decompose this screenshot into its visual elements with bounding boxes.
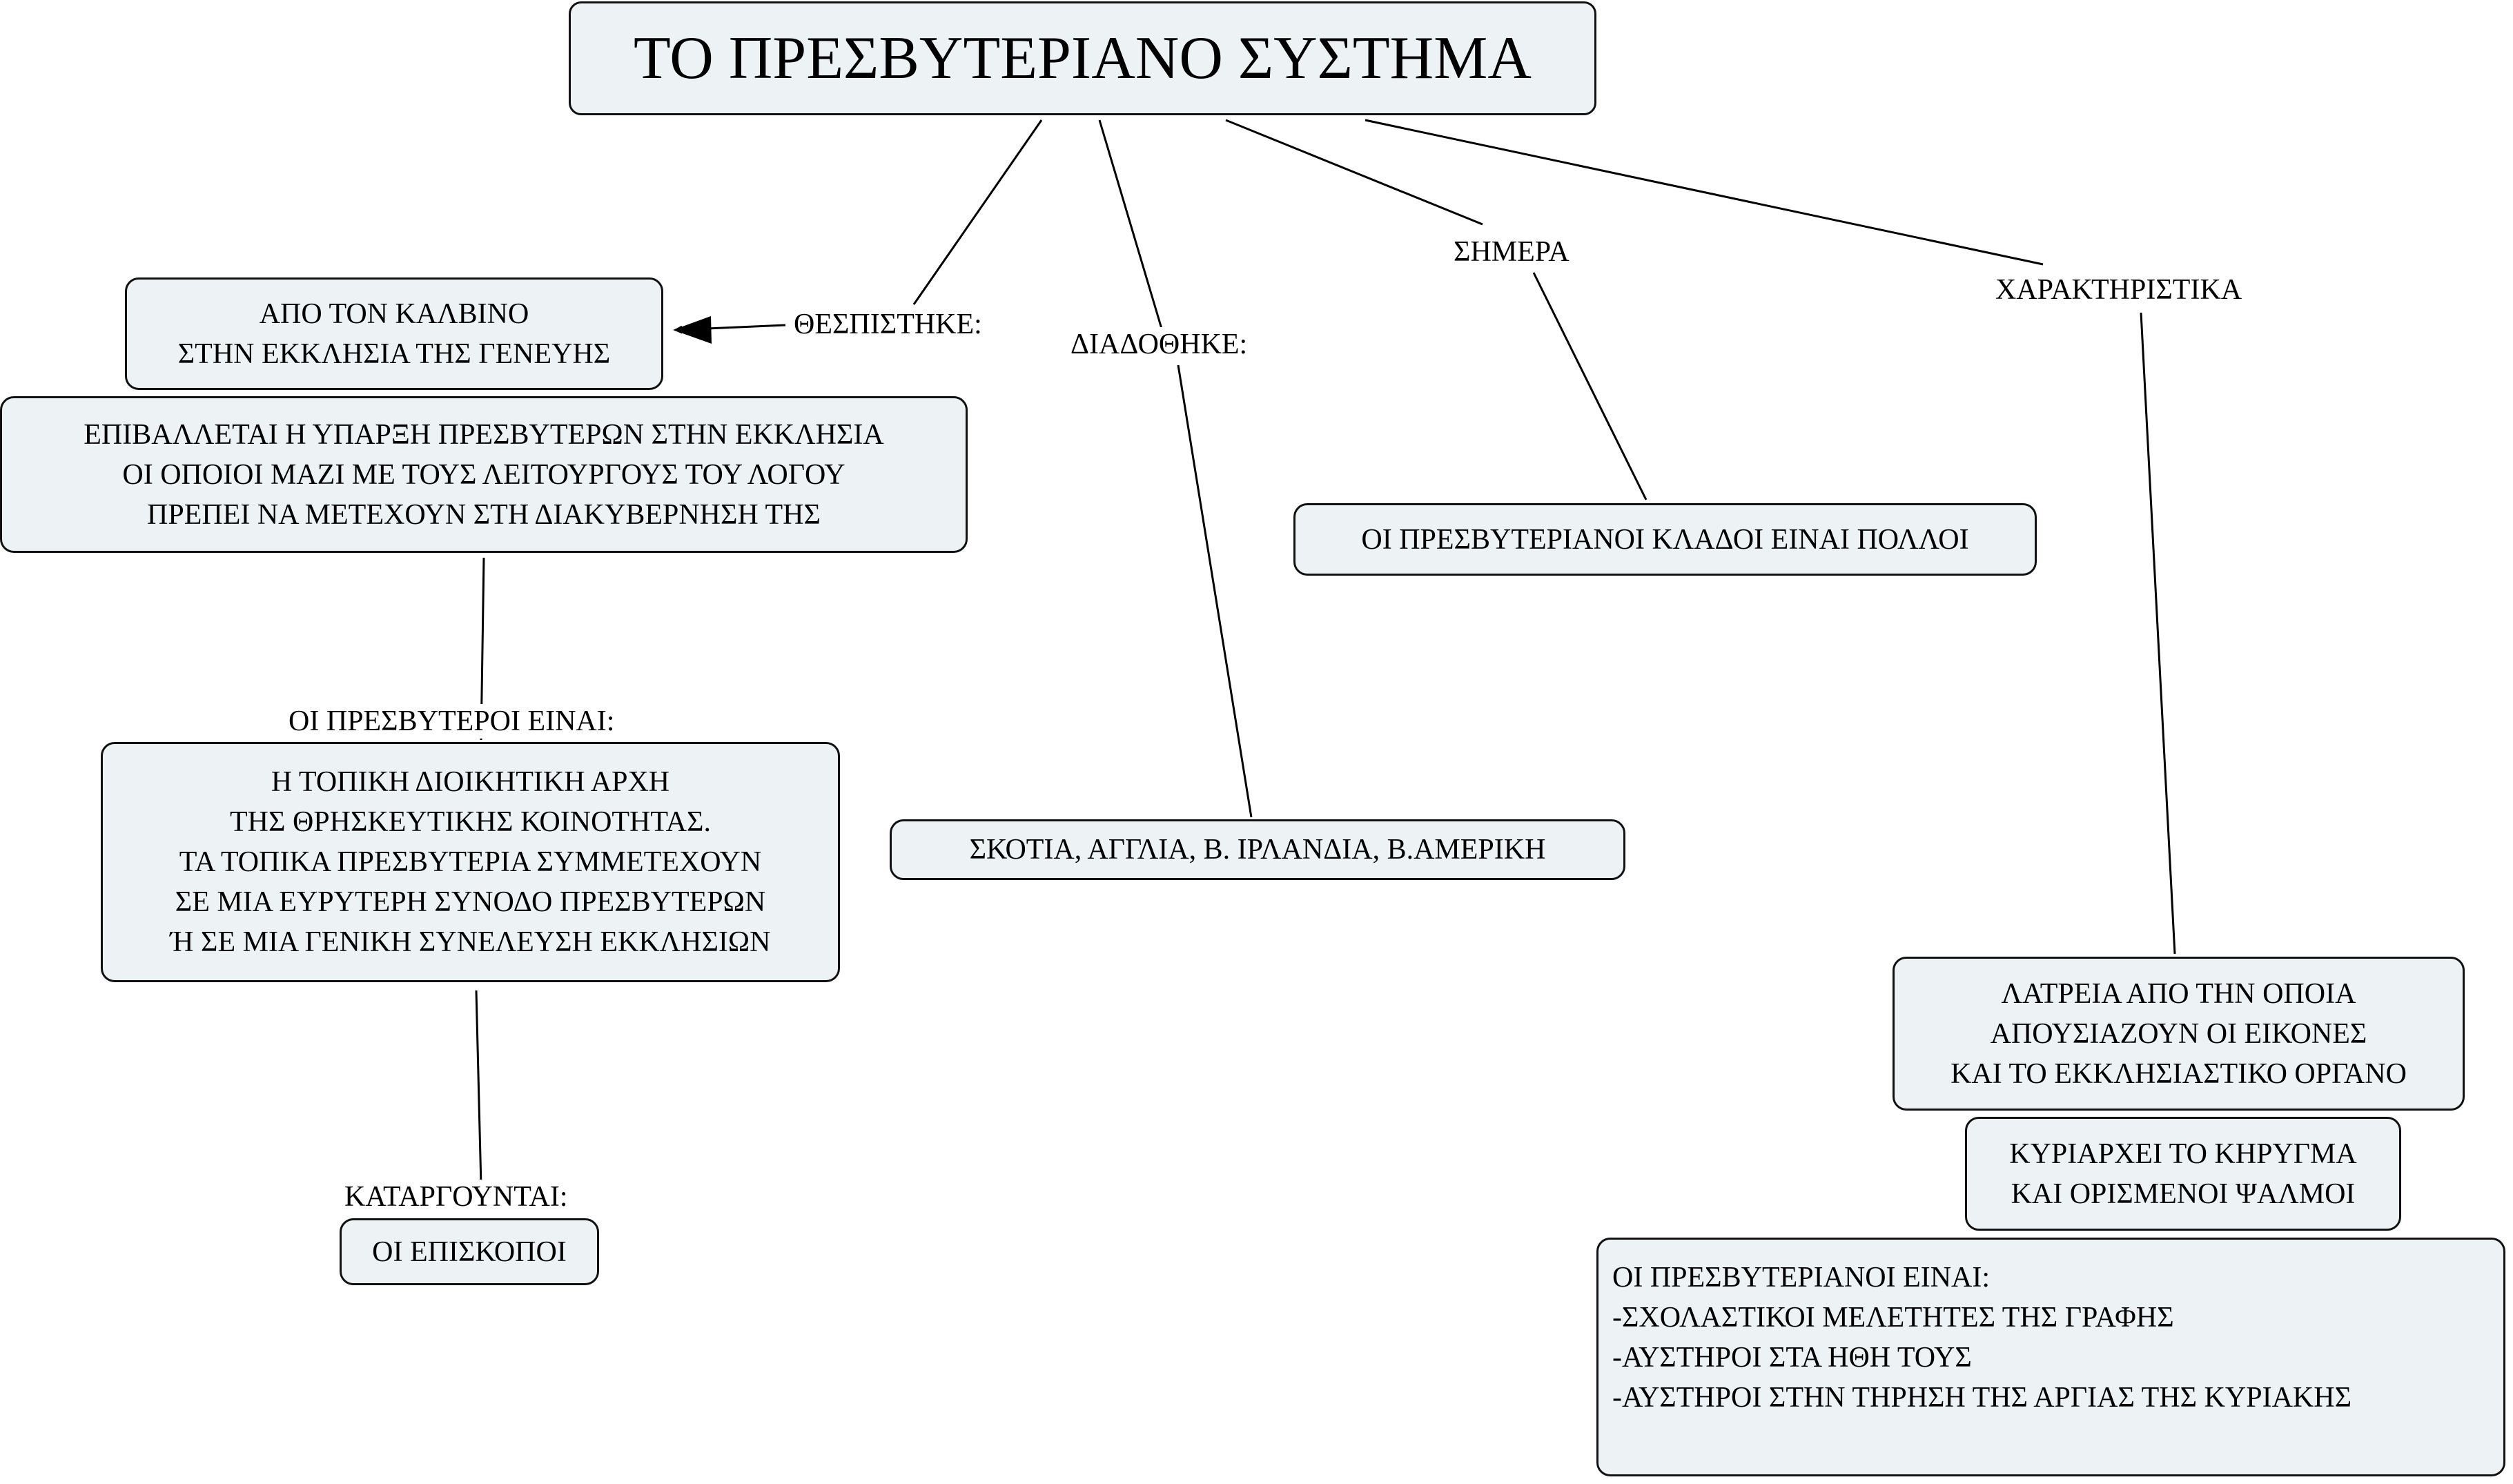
line-title-spread bbox=[1098, 119, 1163, 329]
node-presbyterians-are[interactable]: ΟΙ ΠΡΕΣΒΥΤΕΡΙΑΝΟΙ ΕΙΝΑΙ: -ΣΧΟΛΑΣΤΙΚΟΙ ΜΕ… bbox=[1596, 1238, 2505, 1476]
link-label-today: ΣΗΜΕΡΑ bbox=[1454, 235, 1570, 269]
arrow-head bbox=[673, 316, 712, 344]
link-label-elders-are: ΟΙ ΠΡΕΣΒΥΤΕΡΟΙ ΕΙΝΑΙ: bbox=[289, 704, 615, 739]
node-elders-required[interactable]: ΕΠΙΒΑΛΛΕΤΑΙ Η ΥΠΑΡΞΗ ΠΡΕΣΒΥΤΕΡΩΝ ΣΤΗΝ ΕΚ… bbox=[0, 396, 968, 553]
line-title-features bbox=[1365, 119, 2044, 266]
link-label-established: ΘΕΣΠΙΣΤΗΚΕ: bbox=[794, 307, 982, 342]
line-spread-countries bbox=[1177, 364, 1253, 818]
link-label-spread: ΔΙΑΔΟΘΗΚΕ: bbox=[1070, 327, 1248, 362]
node-local-authority[interactable]: Η ΤΟΠΙΚΗ ΔΙΟΙΚΗΤΙΚΗ ΑΡΧΗ ΤΗΣ ΘΡΗΣΚΕΥΤΙΚΗ… bbox=[101, 742, 840, 982]
line-title-established bbox=[912, 119, 1043, 305]
node-worship[interactable]: ΛΑΤΡΕΙΑ ΑΠΟ ΤΗΝ ΟΠΟΙΑ ΑΠΟΥΣΙΑΖΟΥΝ ΟΙ ΕΙΚ… bbox=[1893, 957, 2465, 1111]
line-title-today bbox=[1225, 119, 1483, 226]
node-branches[interactable]: ΟΙ ΠΡΕΣΒΥΤΕΡΙΑΝΟΙ ΚΛΑΔΟΙ ΕΙΝΑΙ ΠΟΛΛΟΙ bbox=[1293, 503, 2037, 576]
title-node[interactable]: ΤΟ ΠΡΕΣΒΥΤΕΡΙΑΝΟ ΣΥΣΤΗΜΑ bbox=[569, 1, 1596, 115]
node-preaching[interactable]: ΚΥΡΙΑΡΧΕΙ ΤΟ ΚΗΡΥΓΜΑ ΚΑΙ ΟΡΙΣΜΕΝΟΙ ΨΑΛΜΟ… bbox=[1965, 1117, 2401, 1231]
line-today-branches bbox=[1532, 272, 1647, 500]
node-countries[interactable]: ΣΚΟΤΙΑ, ΑΓΓΛΙΑ, Β. ΙΡΛΑΝΔΙΑ, Β.ΑΜΕΡΙΚΗ bbox=[890, 819, 1625, 880]
link-label-features: ΧΑΡΑΚΤΗΡΙΣΤΙΚΑ bbox=[1995, 273, 2242, 307]
node-bishops[interactable]: ΟΙ ΕΠΙΣΚΟΠΟΙ bbox=[340, 1218, 599, 1285]
line-features-worship bbox=[2140, 312, 2176, 955]
link-label-abolished: ΚΑΤΑΡΓΟΥΝΤΑΙ: bbox=[344, 1180, 568, 1214]
line-local-abolished bbox=[475, 990, 482, 1187]
node-calvin[interactable]: ΑΠΟ ΤΟΝ ΚΑΛΒΙΝΟ ΣΤΗΝ ΕΚΚΛΗΣΙΑ ΤΗΣ ΓΕΝΕΥΗ… bbox=[125, 277, 663, 390]
